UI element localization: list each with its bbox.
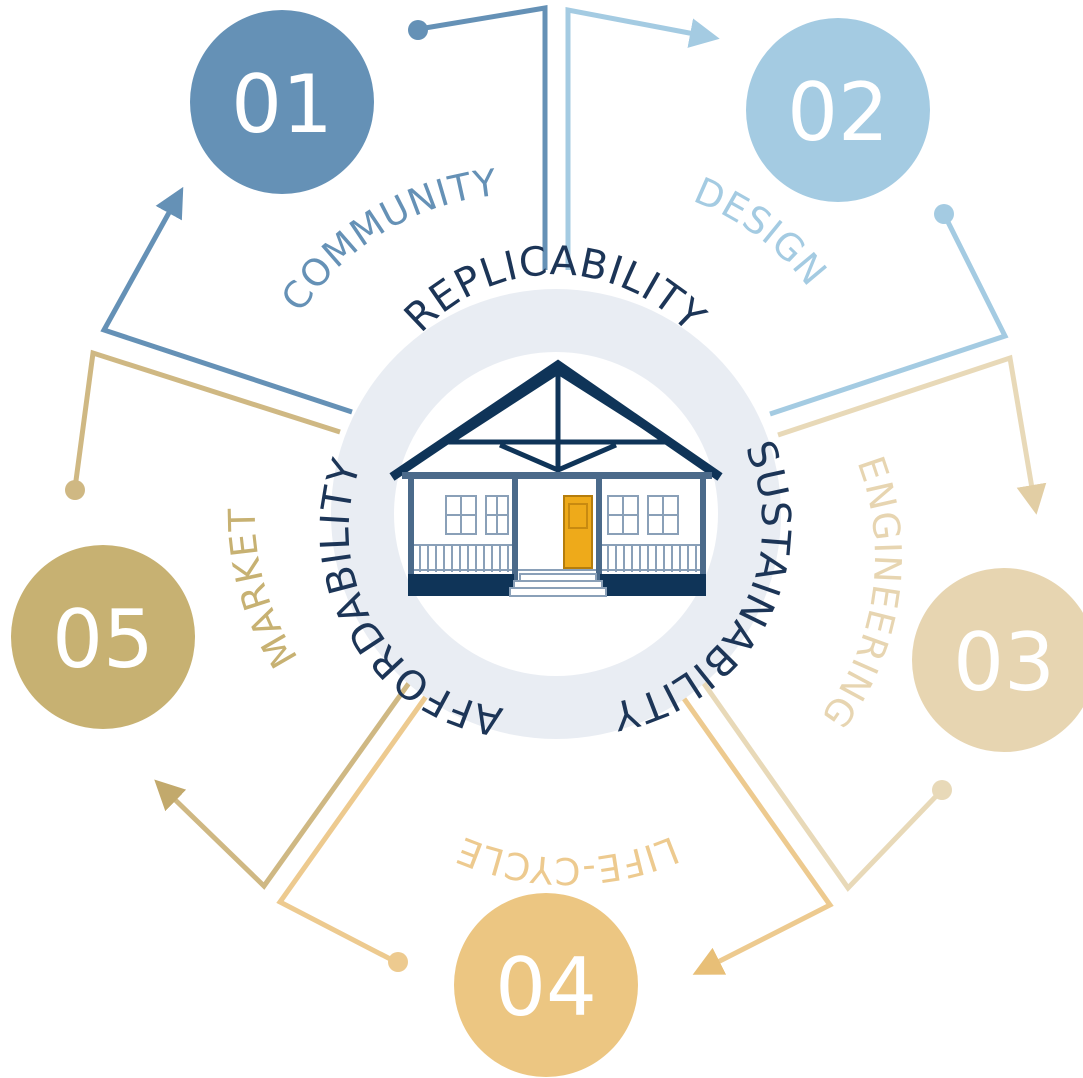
connector-05 <box>154 674 417 890</box>
step-04-circle <box>454 893 638 1077</box>
step-01-circle <box>190 10 374 194</box>
step-01-number: 01 <box>231 58 333 151</box>
house-column <box>512 476 518 580</box>
connector-arrow-01 <box>100 186 353 415</box>
connector-04b <box>276 686 435 965</box>
house-icon <box>389 359 723 597</box>
house-gable-truss <box>441 369 677 473</box>
step-02: 02 <box>746 18 930 202</box>
connector-01 <box>418 5 548 270</box>
step-02-circle <box>746 18 930 202</box>
house-column <box>700 476 706 580</box>
step-03-label: ENGINEERING <box>813 451 909 736</box>
step-03-circle <box>912 568 1083 752</box>
step-05: 05 <box>11 545 195 729</box>
house-porch-beam <box>402 472 712 479</box>
step-03-number: 03 <box>953 616 1055 709</box>
flow-lines <box>65 5 1047 975</box>
step-02-number: 02 <box>787 66 889 159</box>
step-05-circle <box>11 545 195 729</box>
step-04-label: LIFE-CYCLE <box>451 828 685 892</box>
connector-02 <box>565 6 720 270</box>
connector-03 <box>777 354 1047 515</box>
connector-05b <box>72 349 341 489</box>
step-03: 03 <box>912 568 1083 752</box>
house-windows <box>445 495 679 535</box>
connector-dot-05 <box>65 480 85 500</box>
step-05-label: MARKET <box>221 507 306 675</box>
house-column <box>408 476 414 580</box>
connector-02b <box>769 212 1009 417</box>
step-04-number: 04 <box>495 941 597 1034</box>
house-steps <box>509 573 607 597</box>
house-railings <box>414 544 700 572</box>
house-foundation <box>600 574 706 596</box>
step-01: 01 <box>190 10 374 194</box>
house-foundation <box>408 574 514 596</box>
connector-dot-01 <box>408 20 428 40</box>
connector-dot-02 <box>934 204 954 224</box>
connector-dot-03 <box>932 780 952 800</box>
connector-03b <box>695 673 944 892</box>
connector-04 <box>677 691 834 975</box>
connector-dot-04 <box>388 952 408 972</box>
house-column <box>596 476 602 580</box>
step-05-number: 05 <box>52 593 154 686</box>
step-04: 04 <box>454 893 638 1077</box>
